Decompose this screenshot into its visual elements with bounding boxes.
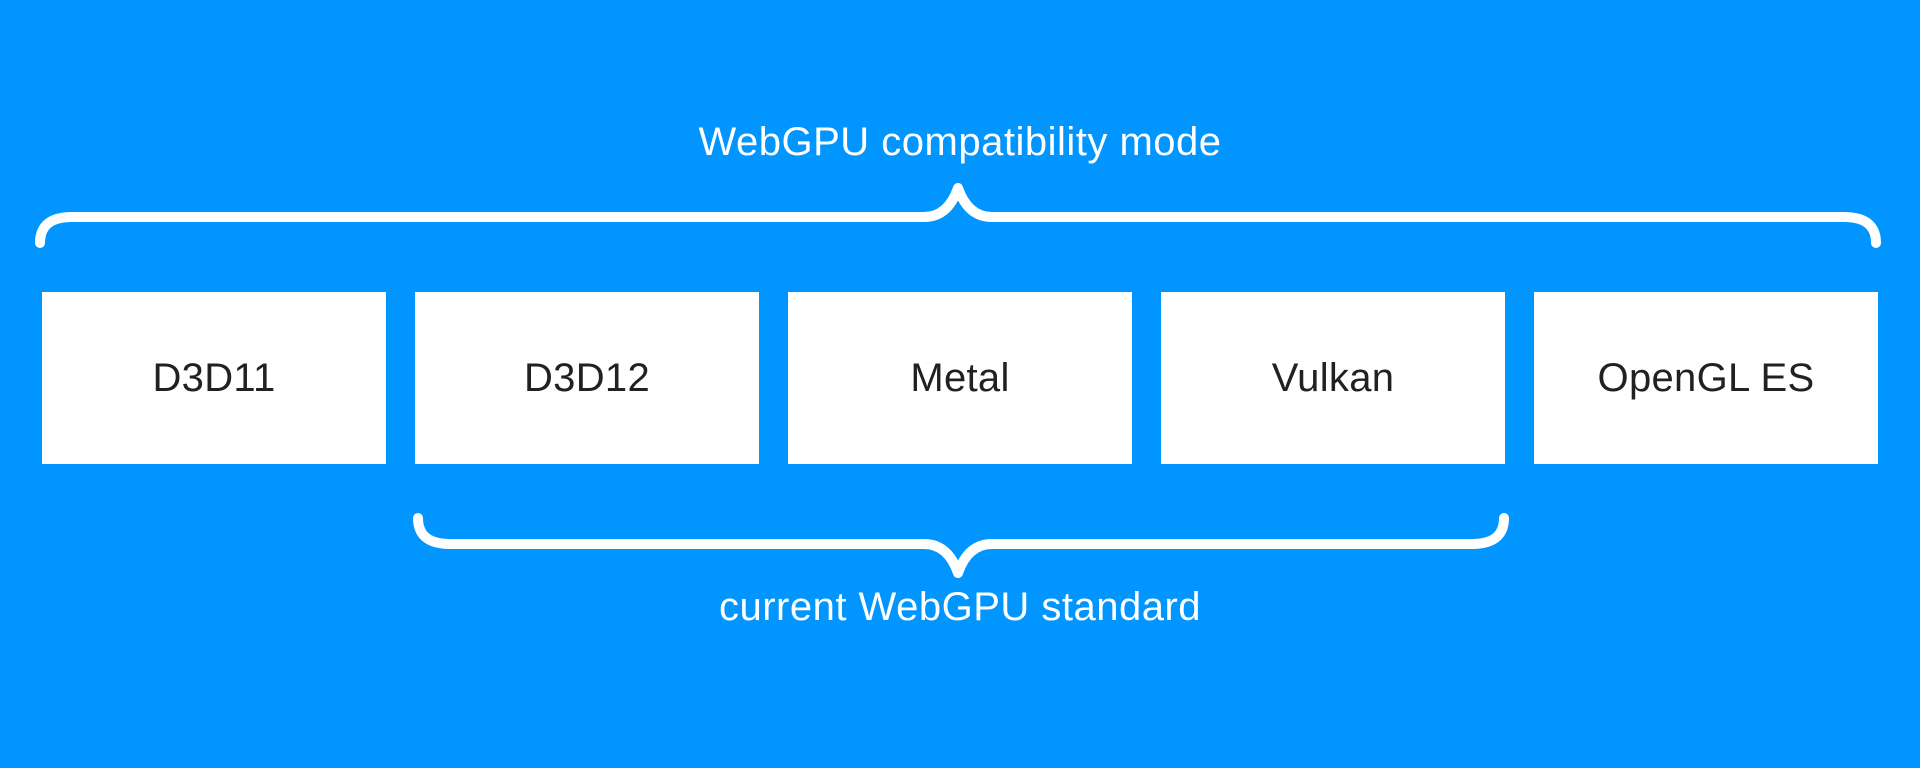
backend-label: D3D11: [152, 355, 276, 400]
bottom-brace-icon: [413, 513, 1509, 578]
backend-box-opengl-es: OpenGL ES: [1534, 292, 1878, 464]
bottom-group-label: current WebGPU standard: [718, 585, 1202, 629]
backend-label: D3D12: [523, 355, 650, 400]
top-brace-icon: [35, 183, 1881, 248]
backend-label: Vulkan: [1271, 355, 1395, 400]
top-group-label: WebGPU compatibility mode: [698, 120, 1222, 164]
backend-box-metal: Metal: [788, 292, 1132, 464]
backend-label: OpenGL ES: [1597, 355, 1815, 400]
backend-box-d3d12: D3D12: [415, 292, 759, 464]
backend-box-d3d11: D3D11: [42, 292, 386, 464]
backend-box-vulkan: Vulkan: [1161, 292, 1505, 464]
backend-label: Metal: [910, 355, 1010, 400]
backend-boxes-row: D3D11 D3D12 Metal Vulkan OpenGL ES: [0, 292, 1920, 464]
